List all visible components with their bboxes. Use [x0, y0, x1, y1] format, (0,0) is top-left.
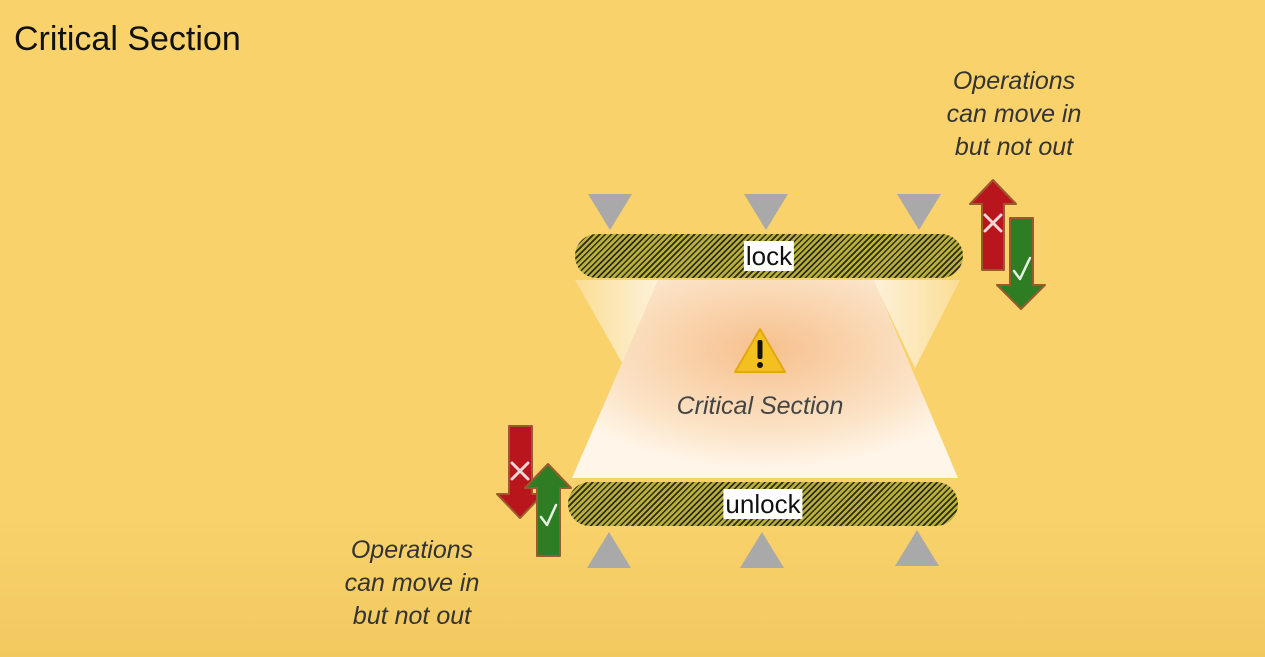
critical-section-area	[572, 280, 960, 478]
blocked-arrow-down	[496, 425, 544, 519]
check-icon	[1012, 256, 1032, 281]
note-line: can move in	[946, 100, 1082, 128]
up-triangle-marker	[740, 532, 784, 568]
unlock-bar: unlock	[568, 482, 958, 526]
allowed-arrow-up	[524, 463, 572, 557]
up-triangle-marker	[587, 532, 631, 568]
left-funnel	[575, 280, 660, 368]
slide-title: Critical Section	[14, 20, 241, 58]
critical-section-label: Critical Section	[676, 392, 844, 420]
note-line: can move in	[344, 569, 480, 597]
cross-icon	[510, 461, 530, 481]
critical-section-shape	[572, 280, 958, 478]
bottom-markers	[587, 530, 939, 568]
down-triangle-marker	[744, 194, 788, 230]
lock-label: lock	[743, 241, 795, 271]
note-line: but not out	[954, 133, 1074, 161]
warning-icon	[734, 328, 786, 373]
up-triangle-marker	[895, 530, 939, 566]
allowed-arrow-down	[996, 217, 1046, 310]
note-top: Operations can move in but not out	[928, 65, 1100, 164]
blocked-arrow-up	[969, 179, 1017, 271]
note-bottom: Operations can move in but not out	[326, 534, 498, 633]
unlock-label: unlock	[723, 489, 803, 519]
lock-bar: lock	[575, 234, 963, 278]
top-markers	[588, 194, 941, 230]
down-triangle-marker	[588, 194, 632, 230]
note-line: Operations	[952, 67, 1076, 95]
cross-icon	[983, 213, 1003, 233]
check-icon	[539, 503, 558, 527]
down-triangle-marker	[897, 194, 941, 230]
note-line: but not out	[352, 602, 472, 630]
right-funnel	[873, 280, 960, 368]
note-line: Operations	[350, 536, 474, 564]
